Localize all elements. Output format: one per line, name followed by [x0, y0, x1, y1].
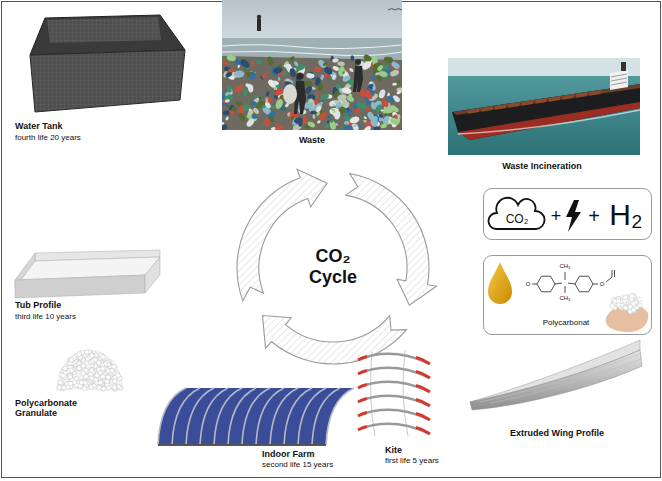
- granulate-pile: [56, 350, 124, 392]
- formula-atom: O: [600, 281, 605, 288]
- node-text: +: [588, 205, 600, 228]
- cycle-title: CO₂ Cycle: [301, 246, 365, 287]
- photo-caption: Waste: [299, 135, 325, 145]
- cloud-symbol: [488, 198, 544, 229]
- polycarbonate-symbols: [488, 262, 648, 332]
- formula-group: CH₃: [559, 263, 570, 270]
- formula-group: CH₃: [559, 295, 570, 302]
- life-note: third life 10 years: [15, 312, 76, 321]
- node-text: Polycarbonat: [543, 318, 590, 327]
- item-title: Water Tank: [15, 121, 63, 131]
- tub-profile: [15, 250, 160, 298]
- energy-box: CO₂ + + H₂: [483, 188, 652, 240]
- water-tank: [30, 15, 185, 112]
- photo-caption: Waste Incineration: [502, 161, 582, 171]
- item-title: Extruded Wing Profile: [510, 428, 604, 438]
- node-text: CO₂: [506, 213, 529, 227]
- kite: [358, 350, 430, 436]
- ship-photo: [448, 58, 640, 155]
- node-text: H₂: [609, 198, 642, 233]
- wing-profile: [470, 340, 642, 410]
- cycle-arrows: [237, 169, 436, 364]
- node-text: +: [551, 206, 562, 227]
- life-note: second life 15 years: [262, 460, 333, 469]
- item-title: Tub Profile: [15, 300, 61, 310]
- lightning-symbol: [566, 200, 581, 232]
- energy-symbols: [488, 198, 581, 232]
- item-title: Indoor Farm: [262, 449, 315, 459]
- waste-photo: [222, 0, 402, 130]
- life-note: fourth life 20 years: [15, 133, 81, 142]
- life-note: first life 5 years: [385, 456, 439, 465]
- indoor-farm: [158, 388, 354, 445]
- item-title: Kite: [385, 445, 402, 455]
- item-title: Polycarbonate Granulate: [15, 398, 87, 419]
- formula-atom: O: [526, 281, 531, 288]
